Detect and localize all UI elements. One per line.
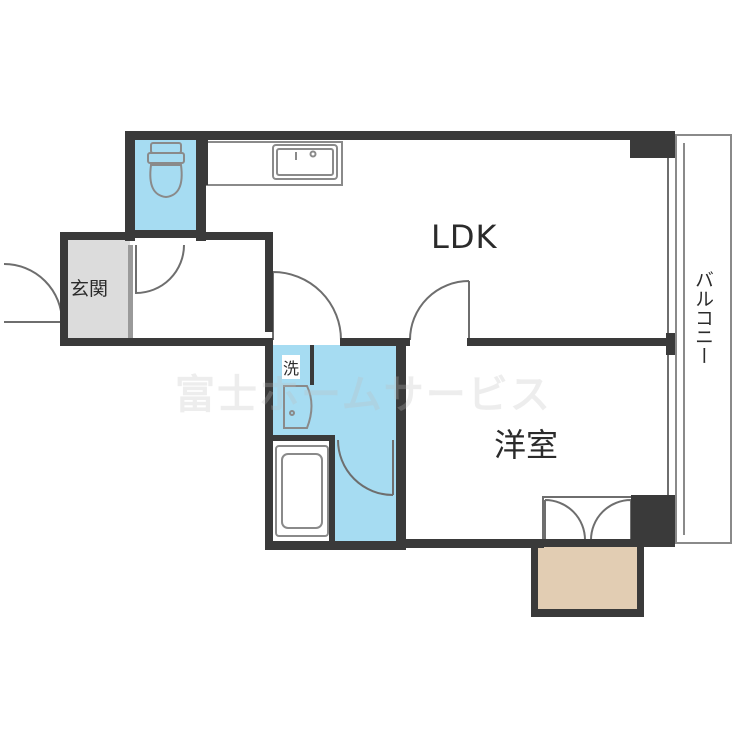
walls	[60, 131, 675, 617]
room-label-genkan: 玄関	[70, 278, 109, 300]
washbasin	[283, 385, 313, 429]
room-label-youshitsu: 洋室	[494, 426, 559, 464]
storage-floor	[537, 547, 640, 610]
kitchen-counter	[204, 141, 343, 186]
room-label-washroom: 洗	[282, 355, 301, 379]
watermark-text: 富士ホームサービス	[175, 372, 552, 418]
entrance-floor	[67, 238, 130, 338]
balcony	[675, 134, 732, 544]
room-label-ldk: LDK	[431, 218, 498, 256]
bathtub	[275, 445, 329, 537]
room-label-balcony: バルコニー	[692, 270, 714, 365]
toilet-fixture	[147, 142, 185, 199]
